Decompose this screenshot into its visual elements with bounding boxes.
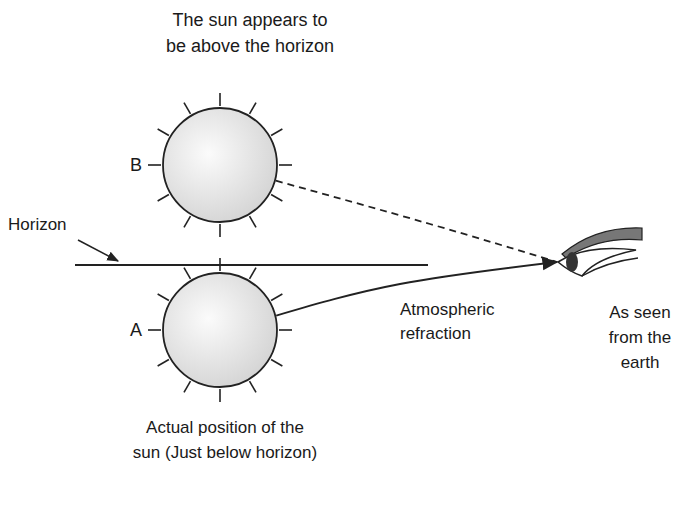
horizon-label: Horizon xyxy=(8,214,88,236)
sun-disc xyxy=(163,273,277,387)
sun-ray xyxy=(158,195,169,202)
horizon-line xyxy=(75,264,428,266)
sun-ray xyxy=(148,164,161,166)
sun-ray xyxy=(158,129,169,136)
sun-drawing xyxy=(162,107,278,223)
sun-ray xyxy=(271,360,282,367)
apparent-ray xyxy=(276,181,557,262)
lower-lid xyxy=(582,258,638,276)
sun-ray xyxy=(184,103,191,114)
sun-figure: AActual position of the sun (Just below … xyxy=(162,272,278,388)
sun-disc xyxy=(163,108,277,222)
leader-line xyxy=(78,240,118,261)
sun-ray xyxy=(279,164,292,166)
sun-ray xyxy=(271,129,282,136)
sun-ray xyxy=(271,195,282,202)
eye-drawing xyxy=(556,228,642,288)
position-letter: B xyxy=(128,154,144,176)
eyeball xyxy=(558,249,636,277)
sun-ray xyxy=(250,268,257,279)
sun-ray xyxy=(184,216,191,227)
sun-ray xyxy=(271,294,282,301)
sun-ray xyxy=(184,268,191,279)
edge-label: Atmospheric refraction xyxy=(398,298,542,346)
caption-text: As seen from the earth xyxy=(594,300,686,375)
sun-ray xyxy=(158,360,169,367)
sun-ray xyxy=(279,329,292,331)
sun-ray xyxy=(250,216,257,227)
sun-ray xyxy=(148,329,161,331)
sun-ray xyxy=(219,224,221,237)
sun-drawing xyxy=(162,272,278,388)
sun-ray xyxy=(184,381,191,392)
sun-figure: The sun appears to be above the horizonB xyxy=(162,107,278,223)
sun-ray xyxy=(219,93,221,106)
sun-ray xyxy=(250,103,257,114)
sun-ray xyxy=(219,389,221,402)
sun-ray xyxy=(250,381,257,392)
position-letter: A xyxy=(128,319,144,341)
caption-text: Actual position of the sun (Just below h… xyxy=(132,415,318,465)
sun-ray xyxy=(158,294,169,301)
pupil xyxy=(566,252,578,272)
sun-ray xyxy=(219,258,221,271)
caption-text: The sun appears to be above the horizon xyxy=(160,7,340,59)
eye-figure: As seen from the earth xyxy=(556,228,642,288)
